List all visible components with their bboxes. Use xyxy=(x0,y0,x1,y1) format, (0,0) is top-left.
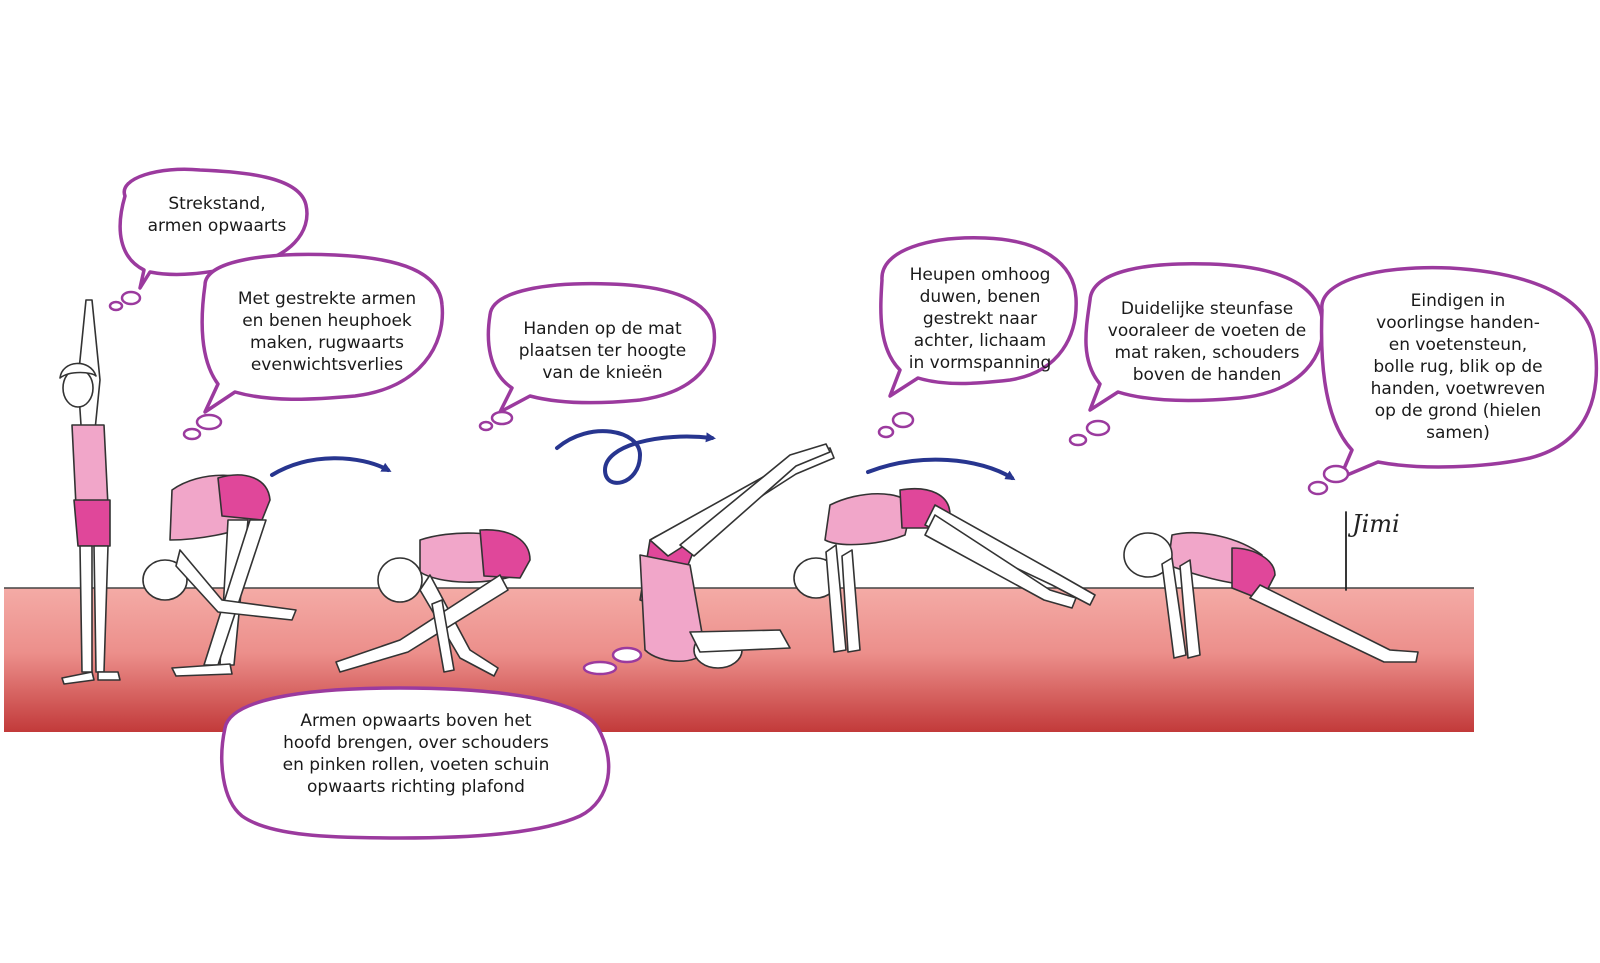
thought-dot xyxy=(582,660,618,676)
artist-signature: Jimi xyxy=(1352,510,1400,538)
bubble-step-4: Handen op de mat plaatsen ter hoogte van… xyxy=(518,319,687,383)
bubble-step-3: Armen opwaarts boven het hoofd brengen, … xyxy=(282,711,550,797)
thought-dot xyxy=(1322,464,1350,484)
bubble-outline-step-5 xyxy=(879,236,1078,398)
thought-dot xyxy=(877,425,895,439)
gymnast-figure-icon xyxy=(639,443,835,669)
gymnast-figure-icon xyxy=(335,529,531,677)
gymnast-figure-icon xyxy=(1123,531,1419,663)
thought-dot xyxy=(195,413,223,431)
gymnast-figure-icon xyxy=(59,299,121,685)
loop-arrow-icon xyxy=(555,429,716,485)
thought-dot xyxy=(182,427,202,441)
bubble-outline-step-3 xyxy=(220,686,611,840)
bubble-step-2: Met gestrekte armen en benen heuphoek ma… xyxy=(237,289,417,375)
thought-dot xyxy=(120,290,142,306)
bubble-step-6: Duidelijke steunfase vooraleer de voeten… xyxy=(1107,299,1307,385)
thought-dot xyxy=(478,420,494,432)
arrow-right-icon xyxy=(866,457,1016,481)
bubble-outline-step-2 xyxy=(200,252,445,414)
bubble-outline-step-6 xyxy=(1084,261,1325,412)
bubble-step-1: Strekstand, armen opwaarts xyxy=(147,194,287,236)
arrow-right-icon xyxy=(270,456,392,477)
bubble-step-7: Eindigen in voorlingse handen- en voeten… xyxy=(1370,291,1546,443)
thought-dot xyxy=(490,410,514,426)
thought-dot xyxy=(611,646,643,664)
bubble-outline-step-4 xyxy=(486,281,717,414)
gymnast-figure-icon xyxy=(142,474,297,677)
gymnast-figure-icon xyxy=(793,488,1096,653)
thought-dot xyxy=(891,411,915,429)
thought-dot xyxy=(1068,433,1088,447)
thought-dot xyxy=(1085,419,1111,437)
thought-dot xyxy=(1307,480,1329,496)
bubble-outline-step-7 xyxy=(1319,265,1599,480)
bubble-step-5: Heupen omhoog duwen, benen gestrekt naar… xyxy=(908,265,1052,373)
thought-dot xyxy=(108,300,124,312)
